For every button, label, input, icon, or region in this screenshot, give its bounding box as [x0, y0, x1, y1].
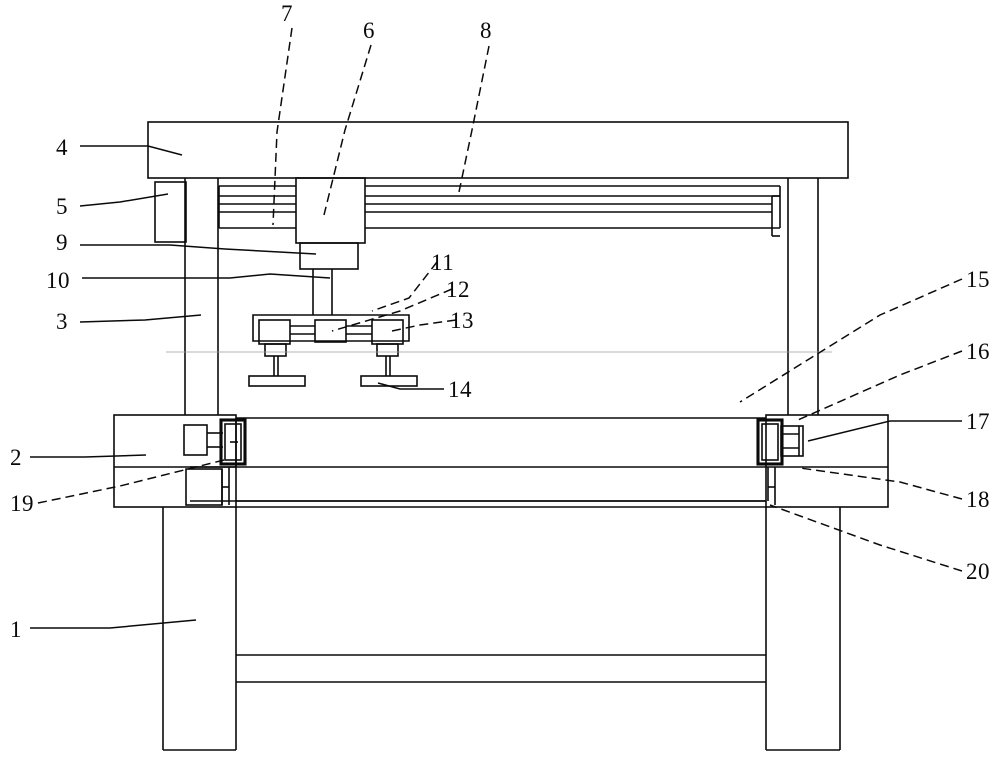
- leader-4: [80, 145, 183, 156]
- ref-label-5: 5: [56, 194, 68, 219]
- lead-screw-nut: [780, 425, 804, 457]
- machine-bed: [113, 414, 889, 508]
- leader-18: [799, 467, 963, 500]
- upper-guide-rail: [219, 185, 781, 237]
- leader-19: [37, 458, 229, 504]
- leader-9: [80, 244, 317, 255]
- left-column: [184, 178, 219, 415]
- leader-13: [391, 319, 457, 332]
- support-foot-right: [360, 343, 418, 387]
- leader-10: [82, 273, 331, 279]
- ref-label-12: 12: [446, 277, 470, 302]
- ref-label-16: 16: [966, 339, 990, 364]
- leader-11: [371, 261, 438, 312]
- head-lower-housing: [299, 242, 359, 270]
- ref-label-13: 13: [450, 308, 474, 333]
- leader-2: [30, 454, 147, 458]
- lower-guide-rail: [218, 186, 780, 229]
- ref-label-7: 7: [281, 1, 293, 26]
- left-bearing-seat: [183, 418, 247, 506]
- support-foot-left: [248, 343, 306, 387]
- leader-7: [272, 27, 293, 226]
- leader-1: [30, 619, 197, 629]
- ref-label-10: 10: [46, 268, 70, 293]
- ref-label-6: 6: [363, 18, 375, 43]
- right-column: [787, 178, 819, 415]
- ref-label-2: 2: [10, 445, 22, 470]
- vertical-spindle: [312, 269, 333, 315]
- right-bearing-housing: [756, 418, 784, 466]
- ref-label-20: 20: [966, 559, 990, 584]
- ref-label-14: 14: [448, 377, 472, 402]
- leader-15: [739, 278, 963, 403]
- leader-14: [377, 382, 444, 390]
- leader-6: [323, 44, 372, 216]
- fixture-plate: [252, 314, 410, 342]
- base-leg-frame: [162, 507, 841, 751]
- leader-20: [769, 504, 963, 572]
- leader-3: [79, 314, 202, 323]
- leader-8: [458, 45, 490, 193]
- left-slider-block: [154, 181, 187, 243]
- ref-label-15: 15: [966, 267, 990, 292]
- ref-label-19: 19: [10, 491, 34, 516]
- center-clamp-block: [314, 319, 347, 343]
- leader-lines: [30, 27, 963, 629]
- bed-bottom-rail: [236, 500, 766, 508]
- leader-16: [797, 350, 963, 421]
- clamp-tie-rods: [290, 325, 372, 335]
- ref-label-11: 11: [431, 250, 455, 275]
- ref-label-8: 8: [480, 18, 492, 43]
- right-end-plate: [767, 467, 776, 505]
- leader-17: [807, 420, 962, 442]
- ref-label-9: 9: [56, 230, 68, 255]
- leader-5: [79, 193, 169, 207]
- ref-label-18: 18: [966, 487, 990, 512]
- bed-span: [190, 417, 766, 502]
- ref-label-1: 1: [10, 617, 22, 642]
- ref-label-3: 3: [56, 309, 68, 334]
- ref-label-4: 4: [56, 135, 68, 160]
- leader-12: [331, 288, 453, 332]
- top-plate: [147, 121, 849, 179]
- ref-label-17: 17: [966, 409, 990, 434]
